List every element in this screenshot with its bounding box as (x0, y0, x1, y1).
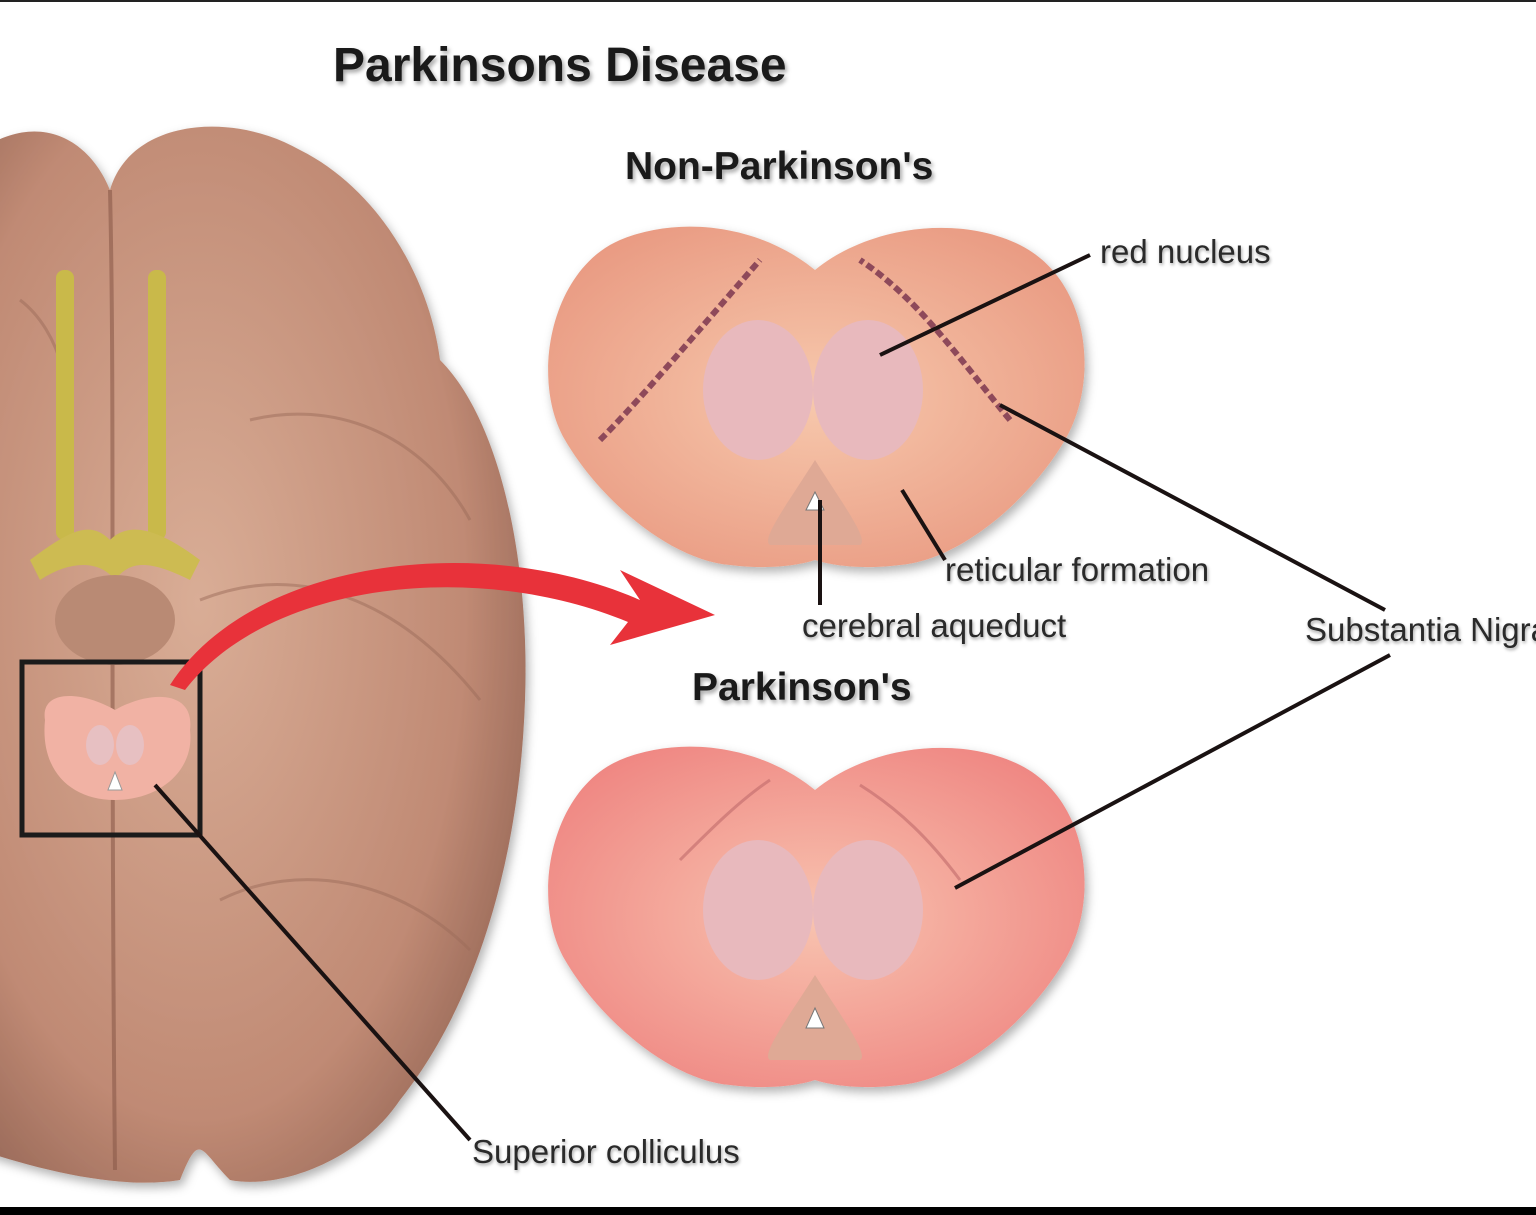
brain-inferior-view (0, 126, 526, 1183)
bottom-border (0, 1207, 1536, 1215)
label-red-nucleus: red nucleus (1100, 233, 1271, 270)
optic-chiasm (30, 529, 200, 580)
label-substantia-nigra: Substantia Nigra (1305, 611, 1536, 648)
arrow-icon (170, 563, 715, 690)
label-reticular-formation: reticular formation (945, 551, 1210, 588)
label-cerebral-aqueduct: cerebral aqueduct (802, 607, 1067, 644)
midbrain-inset (44, 696, 191, 800)
top-border (0, 0, 1536, 2)
midbrain-normal (548, 226, 1085, 568)
page-title: Parkinsons Disease (333, 39, 787, 92)
section-title-normal: Non-Parkinson's (625, 145, 934, 188)
label-superior-colliculus: Superior colliculus (472, 1133, 740, 1170)
inset-box (19, 659, 203, 838)
section-title-parkinsons: Parkinson's (692, 666, 912, 709)
olfactory-tract (56, 270, 74, 540)
leader-lines (153, 253, 1391, 1142)
olfactory-tract (148, 270, 166, 540)
midbrain-parkinsons (548, 746, 1085, 1088)
